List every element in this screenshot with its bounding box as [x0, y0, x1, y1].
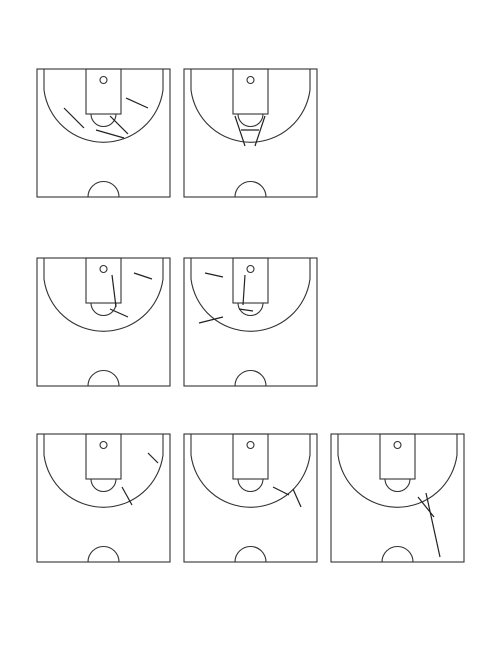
diagram-caption [36, 566, 171, 594]
diagram-title [330, 423, 465, 433]
court-diagram [183, 68, 318, 198]
diagram-caption [183, 201, 318, 229]
diagram-caption [183, 566, 318, 594]
play-lines [417, 492, 441, 558]
diagram-5 [36, 423, 171, 594]
center-circle [234, 181, 267, 198]
play-lines [121, 452, 159, 506]
three-point-arc [190, 258, 311, 332]
free-throw-circle [237, 113, 264, 128]
diagram-caption [183, 390, 318, 418]
diagram-7 [330, 423, 465, 594]
center-circle [381, 546, 414, 563]
center-circle [234, 546, 267, 563]
lane [85, 257, 122, 304]
court-boundary [36, 433, 171, 563]
free-throw-circle [237, 302, 264, 317]
free-throw-circle [237, 478, 264, 493]
three-point-arc [43, 258, 164, 332]
diagram-2 [183, 58, 318, 229]
hoop [99, 75, 108, 85]
hoop [246, 440, 255, 450]
diagram-3 [36, 247, 171, 418]
lane [232, 433, 269, 480]
free-throw-circle [90, 478, 117, 493]
play-lines [272, 486, 302, 508]
diagram-caption [36, 201, 171, 229]
diagram-caption [36, 390, 171, 418]
diagram-4 [183, 247, 318, 418]
lane [85, 68, 122, 115]
free-throw-circle [90, 302, 117, 317]
three-point-arc [43, 434, 164, 508]
center-circle [87, 546, 120, 563]
lane [85, 433, 122, 480]
court-diagram [36, 257, 171, 387]
hoop [393, 440, 402, 450]
lane [379, 433, 416, 480]
diagram-title [36, 247, 171, 257]
three-point-arc [190, 434, 311, 508]
court-boundary [36, 257, 171, 387]
lane [232, 257, 269, 304]
diagram-title [183, 247, 318, 257]
court-diagram [183, 433, 318, 563]
diagram-title [183, 58, 318, 68]
play-lines [198, 272, 254, 324]
free-throw-circle [90, 113, 117, 128]
play-lines [109, 272, 153, 318]
court-diagram [330, 433, 465, 563]
lane [232, 68, 269, 115]
diagram-title [183, 423, 318, 433]
court-diagram [36, 68, 171, 198]
hoop [246, 264, 255, 274]
center-circle [87, 181, 120, 198]
court-boundary [183, 68, 318, 198]
hoop [99, 264, 108, 274]
play-lines [234, 115, 266, 147]
court-boundary [36, 68, 171, 198]
diagram-6 [183, 423, 318, 594]
court-boundary [330, 433, 465, 563]
center-circle [234, 370, 267, 387]
diagram-caption [330, 566, 465, 594]
court-diagram [36, 433, 171, 563]
center-circle [87, 370, 120, 387]
three-point-arc [337, 434, 458, 508]
play-lines [63, 97, 149, 139]
free-throw-circle [384, 478, 411, 493]
diagram-title [36, 58, 171, 68]
diagram-title [36, 423, 171, 433]
hoop [99, 440, 108, 450]
hoop [246, 75, 255, 85]
three-point-arc [190, 69, 311, 143]
three-point-arc [43, 69, 164, 143]
court-diagram [183, 257, 318, 387]
diagram-1 [36, 58, 171, 229]
